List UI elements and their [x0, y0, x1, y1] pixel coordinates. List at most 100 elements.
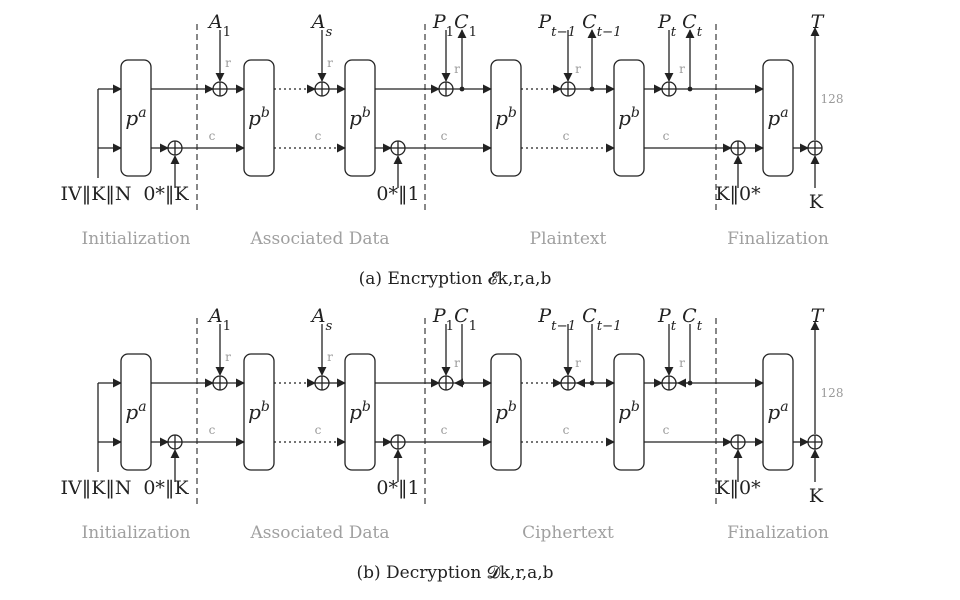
block-label: A1	[207, 11, 231, 40]
permutation-rect	[344, 353, 376, 471]
permutation-label: pa	[125, 399, 146, 424]
permutation-rect	[344, 59, 376, 177]
tag-key-label: K	[809, 485, 824, 507]
permutation-rect	[120, 59, 152, 177]
xor-icon	[661, 375, 677, 391]
cap-label: c	[315, 423, 322, 437]
cap-label: c	[209, 129, 216, 143]
tag-label: T	[811, 305, 825, 327]
permutation-rect	[243, 353, 275, 471]
permutation-label: pb	[495, 105, 517, 130]
diagram-caption: (b) Decryption 𝓓k,r,a,b	[356, 563, 553, 583]
rate-label: r	[679, 62, 685, 76]
xor-icon	[560, 81, 576, 97]
phase-label: Associated Data	[250, 523, 390, 543]
permutation-box: pb	[243, 353, 275, 471]
cap-label: c	[663, 423, 670, 437]
permutation-box: pb	[344, 353, 376, 471]
xor-icon	[212, 375, 228, 391]
permutation-box: pb	[344, 59, 376, 177]
key-xor-label: 0*‖K	[143, 477, 189, 499]
xor-icon	[560, 375, 576, 391]
permutation-label: pb	[495, 399, 517, 424]
rate-label: r	[225, 350, 231, 364]
permutation-box: pa	[762, 353, 794, 471]
cap-label: c	[663, 129, 670, 143]
permutation-box: pa	[120, 353, 152, 471]
cap-label: c	[563, 423, 570, 437]
permutation-rect	[243, 59, 275, 177]
xor-icon	[212, 81, 228, 97]
permutation-rect	[613, 353, 645, 471]
block-label: As	[310, 11, 333, 40]
init-input-label: IV‖K‖N	[60, 477, 131, 499]
phase-label: Ciphertext	[522, 523, 614, 543]
final-key-label: K‖0*	[715, 183, 761, 205]
permutation-rect	[490, 353, 522, 471]
xor-icon	[167, 140, 183, 156]
rate-label: r	[575, 356, 581, 370]
rate-label: r	[225, 56, 231, 70]
block-label: Pt Ct	[657, 11, 703, 40]
tag-label: T	[811, 11, 825, 33]
final-key-label: K‖0*	[715, 477, 761, 499]
phase-label: Initialization	[82, 229, 191, 249]
rate-label: r	[327, 56, 333, 70]
permutation-rect	[120, 353, 152, 471]
diagram-enc: pa pb pb pb pb pa r r r r r A1 As P1C1 Pt−1 Ct−1 Pt Ct c…	[60, 11, 843, 289]
block-label: Pt−1 Ct−1	[537, 305, 621, 334]
rate-label: r	[575, 62, 581, 76]
block-label: P1C1	[432, 305, 477, 334]
domain-sep-label: 0*‖1	[376, 183, 419, 205]
cap-label: c	[441, 423, 448, 437]
cap-label: c	[441, 129, 448, 143]
permutation-rect	[762, 353, 794, 471]
permutation-rect	[613, 59, 645, 177]
block-label: A1	[207, 305, 231, 334]
phase-label: Plaintext	[530, 229, 607, 249]
xor-icon	[167, 434, 183, 450]
block-label: As	[310, 305, 333, 334]
init-input-label: IV‖K‖N	[60, 183, 131, 205]
permutation-box: pb	[613, 59, 645, 177]
permutation-label: pa	[767, 105, 788, 130]
permutation-box: pb	[490, 353, 522, 471]
xor-icon	[807, 140, 823, 156]
permutation-box: pa	[120, 59, 152, 177]
rate-label: r	[454, 62, 460, 76]
xor-icon	[730, 140, 746, 156]
permutation-box: pb	[613, 353, 645, 471]
permutation-label: pb	[349, 399, 371, 424]
permutation-box: pb	[243, 59, 275, 177]
rate-label: r	[679, 356, 685, 370]
xor-icon	[661, 81, 677, 97]
permutation-box: pa	[762, 59, 794, 177]
permutation-label: pb	[248, 105, 270, 130]
phase-label: Associated Data	[250, 229, 390, 249]
xor-icon	[314, 375, 330, 391]
cap-label: c	[563, 129, 570, 143]
diagram-caption: (a) Encryption 𝓔k,r,a,b	[359, 269, 552, 289]
permutation-label: pb	[618, 105, 640, 130]
xor-icon	[390, 434, 406, 450]
phase-label: Finalization	[727, 523, 829, 543]
tag-bits-label: 128	[821, 92, 844, 106]
block-label: Pt Ct	[657, 305, 703, 334]
permutation-rect	[490, 59, 522, 177]
permutation-label: pa	[125, 105, 146, 130]
xor-icon	[390, 140, 406, 156]
permutation-label: pb	[248, 399, 270, 424]
permutation-box: pb	[490, 59, 522, 177]
key-xor-label: 0*‖K	[143, 183, 189, 205]
rate-label: r	[327, 350, 333, 364]
block-label: Pt−1 Ct−1	[537, 11, 621, 40]
phase-label: Initialization	[82, 523, 191, 543]
tag-key-label: K	[809, 191, 824, 213]
block-label: P1C1	[432, 11, 477, 40]
xor-icon	[314, 81, 330, 97]
xor-icon	[438, 375, 454, 391]
tag-bits-label: 128	[821, 386, 844, 400]
domain-sep-label: 0*‖1	[376, 477, 419, 499]
phase-label: Finalization	[727, 229, 829, 249]
